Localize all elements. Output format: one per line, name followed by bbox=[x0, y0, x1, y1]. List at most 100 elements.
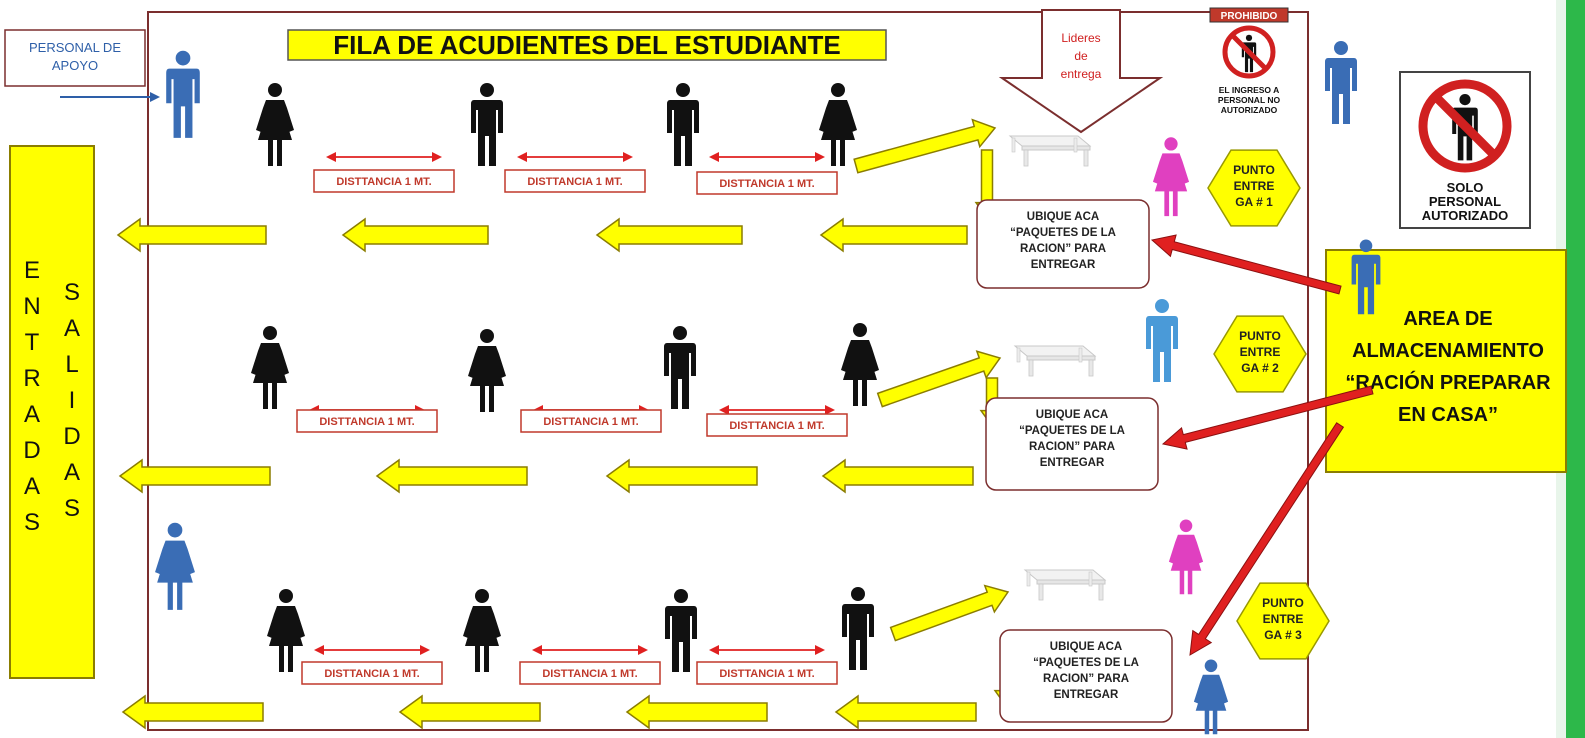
punto-line: PUNTO bbox=[1262, 596, 1304, 610]
arrow-head-right bbox=[815, 152, 825, 162]
distance-box bbox=[519, 661, 661, 685]
drop-box-line: ENTREGAR bbox=[1031, 259, 1096, 271]
prohibido-header-box bbox=[1209, 7, 1289, 23]
punto-line: ENTRE bbox=[1263, 612, 1304, 626]
punto-line: PUNTO bbox=[1239, 329, 1281, 343]
drop-box-line: “PAQUETES DE LA bbox=[1033, 657, 1139, 669]
area-line2: ALMACENAMIENTO bbox=[1352, 340, 1544, 362]
distance-label: DISTTANCIA 1 MT. bbox=[527, 176, 622, 188]
drop-box bbox=[985, 397, 1159, 491]
red-arrow-icon bbox=[1161, 385, 1374, 450]
man-figure bbox=[665, 589, 697, 672]
table-icon bbox=[1014, 345, 1096, 377]
hall-outline bbox=[147, 11, 1309, 731]
yellow-arrow-icon bbox=[116, 217, 267, 253]
man-figure bbox=[842, 587, 874, 670]
woman-figure bbox=[819, 83, 857, 166]
distance-marker: DISTTANCIA 1 MT. bbox=[301, 645, 443, 685]
solo-personal-line2: PERSONAL bbox=[1429, 194, 1501, 209]
distance-marker: DISTTANCIA 1 MT. bbox=[696, 645, 838, 685]
yellow-arrow-icon bbox=[853, 118, 997, 174]
punto-line: ENTRE bbox=[1240, 345, 1281, 359]
drop-box-line: UBIQUE ACA bbox=[1050, 641, 1122, 653]
punto-entrega-1: PUNTO ENTRE GA # 1 bbox=[1207, 149, 1301, 227]
woman-figure bbox=[256, 83, 294, 166]
punto-line: GA # 1 bbox=[1235, 195, 1273, 209]
entradas-letter: E bbox=[24, 257, 40, 284]
blue-man-figure bbox=[1325, 41, 1357, 124]
arrow-head-left bbox=[517, 152, 527, 162]
distance-label: DISTTANCIA 1 MT. bbox=[719, 178, 814, 190]
prohibido-line2: PERSONAL NO bbox=[1218, 95, 1281, 105]
green-edge-bar bbox=[1566, 0, 1585, 738]
yellow-arrow-icon bbox=[398, 694, 541, 730]
lideres-line3: entrega bbox=[1061, 67, 1102, 81]
man-figure bbox=[664, 326, 696, 409]
woman-figure bbox=[463, 589, 501, 672]
entradas-letter: A bbox=[24, 473, 40, 500]
arrow-head-left bbox=[709, 645, 719, 655]
hexagon-shape bbox=[1213, 315, 1307, 393]
distance-marker: DISTTANCIA 1 MT. bbox=[313, 152, 455, 193]
distance-marker: DISTTANCIA 1 MT. bbox=[519, 645, 661, 685]
yellow-arrow-icon bbox=[118, 458, 271, 494]
yellow-arrow-icon bbox=[341, 217, 489, 253]
personal-apoyo-line1: PERSONAL DE bbox=[29, 40, 121, 55]
area-line3: “RACIÓN PREPARAR bbox=[1345, 370, 1551, 394]
drop-box-line: RACION” PARA bbox=[1020, 243, 1106, 255]
distance-box bbox=[696, 661, 838, 685]
yellow-arrow-icon bbox=[595, 217, 743, 253]
hexagon-shape bbox=[1236, 582, 1330, 660]
distance-label: DISTTANCIA 1 MT. bbox=[336, 176, 431, 188]
entradas-letter: D bbox=[23, 437, 40, 464]
red-arrow-icon bbox=[1189, 422, 1345, 656]
distance-label: DISTTANCIA 1 MT. bbox=[542, 668, 637, 680]
punto-line: PUNTO bbox=[1233, 163, 1275, 177]
salidas-letter: A bbox=[64, 315, 80, 342]
drop-box-line: RACION” PARA bbox=[1029, 441, 1115, 453]
red-arrow-icon bbox=[1150, 234, 1342, 295]
drop-box-line: “PAQUETES DE LA bbox=[1019, 425, 1125, 437]
page-title: FILA DE ACUDIENTES DEL ESTUDIANTE bbox=[333, 30, 841, 60]
arrow-head-right bbox=[420, 645, 430, 655]
light-blue-man-figure bbox=[1146, 299, 1178, 382]
arrow-head-left bbox=[532, 645, 542, 655]
no-walking-sign-icon bbox=[1418, 79, 1512, 173]
pink-woman-figure bbox=[1168, 519, 1204, 595]
distance-marker: DISTTANCIA 1 MT. bbox=[520, 405, 662, 433]
drop-box-line: ENTREGAR bbox=[1054, 689, 1119, 701]
area-line4: EN CASA” bbox=[1398, 404, 1498, 426]
entradas-letter: R bbox=[23, 365, 40, 392]
drop-box-line: UBIQUE ACA bbox=[1027, 211, 1099, 223]
distance-box bbox=[296, 409, 438, 433]
distance-marker: DISTTANCIA 1 MT. bbox=[296, 405, 438, 433]
arrow-head-left bbox=[326, 152, 336, 162]
punto-line: ENTRE bbox=[1234, 179, 1275, 193]
punto-line: GA # 2 bbox=[1241, 361, 1279, 375]
personal-apoyo-line2: APOYO bbox=[52, 58, 98, 73]
arrow-head-right bbox=[638, 645, 648, 655]
hexagon-shape bbox=[1207, 149, 1301, 227]
prohibido-header: PROHIBIDO bbox=[1221, 11, 1278, 22]
apoyo-man-figure bbox=[166, 50, 200, 138]
yellow-arrow-icon bbox=[834, 694, 977, 730]
distance-label: DISTTANCIA 1 MT. bbox=[324, 668, 419, 680]
distance-label: DISTTANCIA 1 MT. bbox=[543, 416, 638, 428]
lideres-arrow-icon bbox=[998, 9, 1164, 134]
table-icon bbox=[1009, 135, 1091, 167]
arrow-head-left bbox=[719, 405, 729, 415]
distance-label: DISTTANCIA 1 MT. bbox=[719, 668, 814, 680]
arrow-head-left bbox=[314, 645, 324, 655]
salidas-letter: S bbox=[64, 495, 80, 522]
man-figure bbox=[471, 83, 503, 166]
yellow-arrow-icon bbox=[605, 458, 758, 494]
lideres-line1: Lideres bbox=[1061, 31, 1100, 45]
title-banner bbox=[287, 29, 887, 61]
entradas-letter: S bbox=[24, 509, 40, 536]
distance-marker: DISTTANCIA 1 MT. bbox=[706, 405, 848, 437]
yellow-arrow-icon bbox=[876, 350, 1002, 408]
